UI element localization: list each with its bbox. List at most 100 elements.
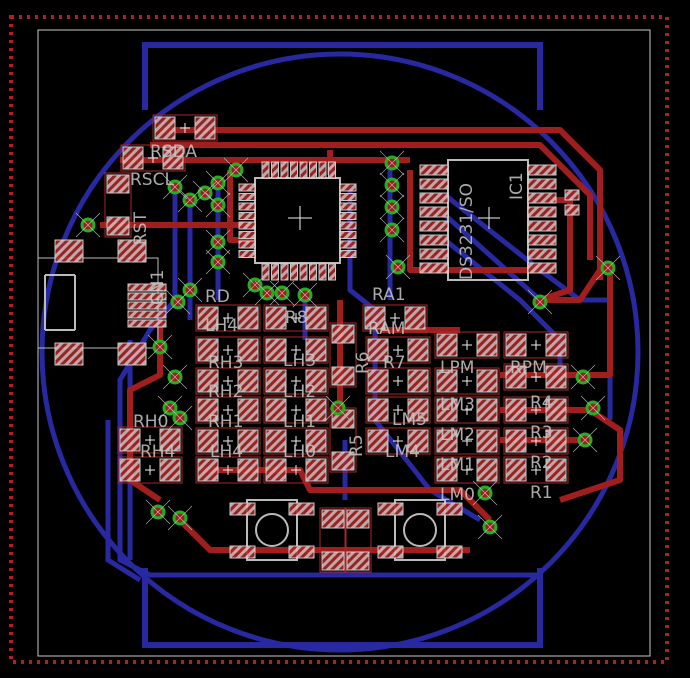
smd-pad xyxy=(339,183,357,192)
origin-cross xyxy=(390,313,400,323)
part-label: R5 xyxy=(347,434,367,457)
part-outline xyxy=(503,396,569,424)
smd-pad xyxy=(339,202,357,211)
smd-pad xyxy=(419,164,449,176)
origin-cross xyxy=(291,436,301,446)
origin-cross xyxy=(531,372,541,382)
origin-cross xyxy=(393,345,403,355)
smd-pad xyxy=(197,306,219,330)
part-outline xyxy=(344,507,372,573)
via-cross xyxy=(75,212,101,238)
smd-pad xyxy=(339,193,357,201)
via-cross xyxy=(254,280,280,306)
origin-cross xyxy=(393,405,403,415)
part-label: LM3 xyxy=(440,395,475,415)
smd-pad xyxy=(309,263,317,281)
smd-pad xyxy=(505,365,527,389)
smd-pad xyxy=(265,369,287,393)
origin-cross xyxy=(531,436,541,446)
smd-pad xyxy=(127,310,167,319)
usb-shape xyxy=(44,274,76,331)
via-cross xyxy=(572,427,598,453)
part-label: RD xyxy=(205,287,230,307)
via-cross xyxy=(177,277,203,303)
smd-pad xyxy=(436,545,463,559)
part-outline xyxy=(319,507,347,573)
part-label: LH2 xyxy=(283,382,316,402)
smd-pad xyxy=(127,319,167,328)
smd-pad xyxy=(197,429,219,453)
part-label: LH1 xyxy=(283,412,316,432)
part-outline xyxy=(263,336,329,364)
smd-pad xyxy=(367,369,389,393)
smd-pad xyxy=(367,338,389,362)
via-cross xyxy=(292,282,318,308)
smd-pad xyxy=(127,292,167,301)
smd-pad xyxy=(505,333,527,357)
via-cross xyxy=(145,499,171,525)
smd-pad xyxy=(159,428,181,452)
components xyxy=(37,114,580,573)
part-label: IC1 xyxy=(507,172,527,200)
bottom-bottom-bracket xyxy=(142,568,543,648)
smd-pad xyxy=(265,429,287,453)
smd-pad xyxy=(288,502,315,516)
smd-pad xyxy=(564,204,580,216)
origin-cross xyxy=(462,376,472,386)
board-dimension-outline xyxy=(9,15,669,664)
smd-pad xyxy=(238,202,256,211)
smd-pad xyxy=(476,398,498,422)
smd-pad xyxy=(271,161,279,179)
origin-cross xyxy=(223,313,233,323)
top-trace xyxy=(539,197,573,303)
smd-pad xyxy=(238,250,256,258)
origin-cross xyxy=(462,465,472,475)
smd-pad xyxy=(339,212,357,220)
via-cross xyxy=(570,364,596,390)
origin-cross xyxy=(393,436,403,446)
part-outline xyxy=(195,427,261,455)
top-trace xyxy=(407,170,540,273)
smd-pad xyxy=(299,161,308,179)
switch-body xyxy=(255,513,289,547)
via-cross xyxy=(269,280,295,306)
mcu-body xyxy=(254,177,341,264)
smd-pad xyxy=(545,365,567,389)
part-label: RH1 xyxy=(208,412,243,432)
smd-pad xyxy=(331,366,355,386)
part-outline xyxy=(120,144,186,172)
part-outline xyxy=(195,367,261,395)
smd-pad xyxy=(476,429,498,453)
part-label: RH3 xyxy=(208,353,243,373)
smd-pad xyxy=(328,263,336,281)
smd-pad xyxy=(154,116,176,140)
part-outline xyxy=(195,396,261,424)
smd-pad xyxy=(527,206,557,218)
smd-pad xyxy=(237,369,259,393)
origin-cross xyxy=(223,436,233,446)
smd-pad xyxy=(364,306,386,330)
top-trace xyxy=(540,268,603,303)
bottom-trace xyxy=(105,420,142,583)
smd-pad xyxy=(305,429,327,453)
origin-cross xyxy=(531,405,541,415)
origin-cross xyxy=(180,123,190,133)
part-label: R6 xyxy=(353,351,373,374)
smd-pad xyxy=(305,306,327,330)
smd-pad xyxy=(436,333,458,357)
smd-pad xyxy=(527,262,557,274)
smd-pad xyxy=(238,231,256,239)
via-cross xyxy=(147,334,173,360)
via-cross xyxy=(167,505,193,531)
smd-pad xyxy=(527,178,557,190)
origin-cross xyxy=(223,465,233,475)
smd-pad xyxy=(339,250,357,258)
via-cross xyxy=(167,405,193,431)
part-outline xyxy=(503,456,569,484)
mcu-origin-cross xyxy=(288,206,312,230)
part-outline xyxy=(104,172,132,238)
via-cross xyxy=(385,254,411,280)
smd-pad xyxy=(305,369,327,393)
bottom-trace xyxy=(443,213,542,302)
